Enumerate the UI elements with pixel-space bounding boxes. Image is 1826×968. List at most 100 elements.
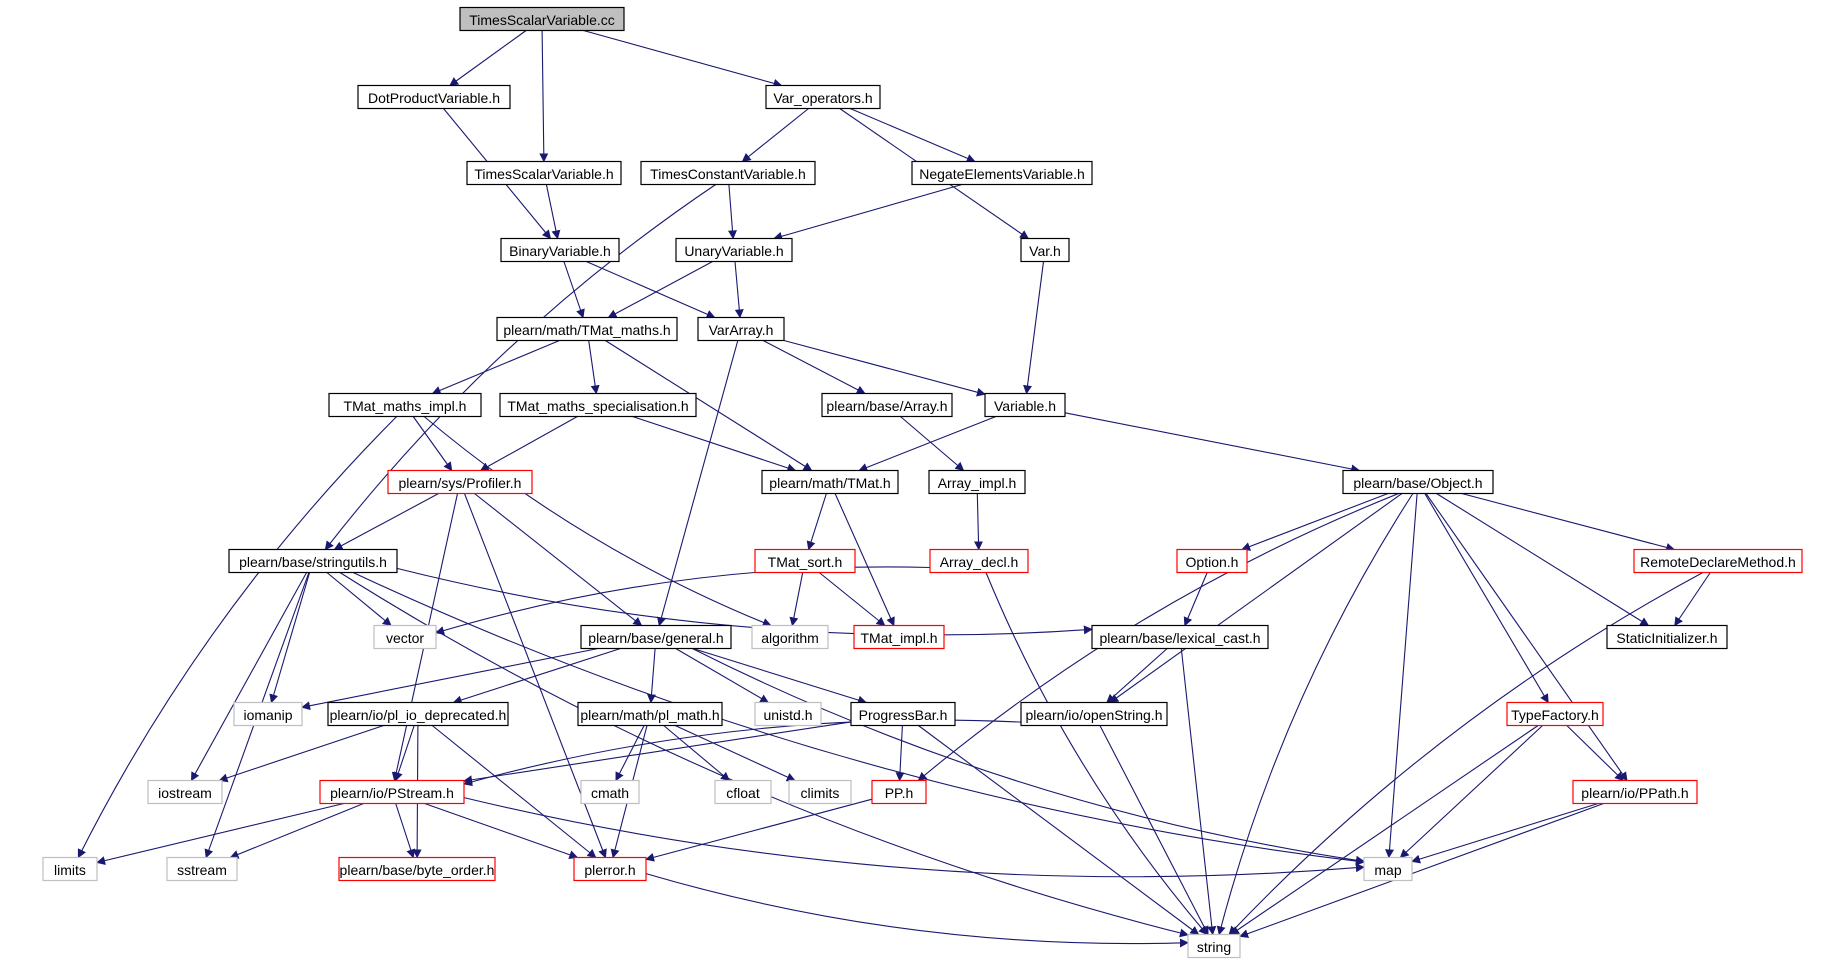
node-tmatsort[interactable]: TMat_sort.h bbox=[754, 548, 856, 574]
edge-unvar-to-tmatmaths bbox=[607, 261, 713, 318]
edge-arrdecl-to-vector bbox=[435, 566, 931, 635]
node-tmmspec[interactable]: TMat_maths_specialisation.h bbox=[499, 392, 697, 418]
node-label: Var.h bbox=[1029, 243, 1061, 259]
node-pph[interactable]: PP.h bbox=[871, 779, 927, 805]
node-staticinit[interactable]: StaticInitializer.h bbox=[1606, 624, 1728, 650]
node-tmatmaths[interactable]: plearn/math/TMat_maths.h bbox=[496, 316, 678, 342]
node-label: TimesConstantVariable.h bbox=[650, 166, 806, 182]
node-varops[interactable]: Var_operators.h bbox=[765, 84, 881, 110]
edge-array-to-arrimpl bbox=[900, 416, 965, 472]
edge-typefactory-to-string bbox=[1230, 725, 1539, 936]
node-label: climits bbox=[801, 785, 840, 801]
node-label: limits bbox=[54, 862, 86, 878]
edge-stringutils-to-map bbox=[352, 572, 1365, 866]
edge-variable-to-object bbox=[1064, 412, 1361, 474]
node-tmat[interactable]: plearn/math/TMat.h bbox=[761, 469, 899, 495]
node-tmmimpl[interactable]: TMat_maths_impl.h bbox=[328, 392, 482, 418]
edge-stringutils-to-lexcast bbox=[396, 567, 1093, 636]
node-label: unistd.h bbox=[763, 707, 812, 723]
node-box bbox=[319, 779, 465, 805]
node-lexcast[interactable]: plearn/base/lexical_cast.h bbox=[1091, 624, 1269, 650]
node-root[interactable]: TimesScalarVariable.cc bbox=[459, 6, 625, 32]
node-progress[interactable]: ProgressBar.h bbox=[850, 701, 956, 727]
node-plio[interactable]: plearn/io/pl_io_deprecated.h bbox=[327, 701, 509, 727]
node-label: plearn/base/general.h bbox=[588, 630, 723, 646]
node-label: plearn/io/pl_io_deprecated.h bbox=[330, 707, 507, 723]
node-byteorder[interactable]: plearn/base/byte_order.h bbox=[338, 856, 496, 882]
edge-object-to-rdm bbox=[1461, 492, 1676, 552]
node-label: plearn/base/stringutils.h bbox=[239, 554, 387, 570]
node-label: algorithm bbox=[761, 630, 819, 646]
node-label: Option.h bbox=[1186, 554, 1239, 570]
node-openstr[interactable]: plearn/io/openString.h bbox=[1020, 701, 1168, 727]
node-box bbox=[675, 237, 793, 263]
node-tsvh[interactable]: TimesScalarVariable.h bbox=[466, 160, 622, 186]
node-rdm[interactable]: RemoteDeclareMethod.h bbox=[1633, 548, 1803, 574]
edge-ppath-to-string bbox=[1239, 802, 1604, 938]
edge-general-to-plio bbox=[452, 647, 621, 705]
node-plmath[interactable]: plearn/math/pl_math.h bbox=[577, 701, 723, 727]
node-box bbox=[42, 856, 98, 882]
node-box bbox=[984, 392, 1066, 418]
node-box bbox=[761, 469, 899, 495]
node-stringutils[interactable]: plearn/base/stringutils.h bbox=[228, 548, 398, 574]
node-tcv[interactable]: TimesConstantVariable.h bbox=[640, 160, 816, 186]
node-vector: vector bbox=[373, 624, 437, 650]
node-label: TimesScalarVariable.h bbox=[474, 166, 613, 182]
node-box bbox=[911, 160, 1093, 186]
edge-root-to-tsvh bbox=[539, 30, 549, 163]
node-box bbox=[147, 779, 223, 805]
node-label: TMat_maths_specialisation.h bbox=[507, 398, 688, 414]
node-box bbox=[327, 701, 509, 727]
node-profiler[interactable]: plearn/sys/Profiler.h bbox=[387, 469, 533, 495]
node-sstream: sstream bbox=[166, 856, 238, 882]
node-label: plearn/math/pl_math.h bbox=[580, 707, 719, 723]
node-tmatimpl[interactable]: TMat_impl.h bbox=[853, 624, 945, 650]
edge-vararray-to-general bbox=[657, 340, 739, 627]
node-dotprod[interactable]: DotProductVariable.h bbox=[357, 84, 511, 110]
edge-plerror-to-string bbox=[645, 873, 1189, 948]
node-label: plearn/base/byte_order.h bbox=[340, 862, 495, 878]
node-cmath: cmath bbox=[580, 779, 640, 805]
node-label: TimesScalarVariable.cc bbox=[469, 12, 615, 28]
node-label: NegateElementsVariable.h bbox=[919, 166, 1085, 182]
node-typefactory[interactable]: TypeFactory.h bbox=[1506, 701, 1604, 727]
node-cfloat: cfloat bbox=[714, 779, 772, 805]
node-box bbox=[1020, 701, 1168, 727]
node-box bbox=[328, 392, 482, 418]
node-arrdecl[interactable]: Array_decl.h bbox=[929, 548, 1029, 574]
node-general[interactable]: plearn/base/general.h bbox=[580, 624, 732, 650]
node-unvar[interactable]: UnaryVariable.h bbox=[675, 237, 793, 263]
node-var[interactable]: Var.h bbox=[1020, 237, 1070, 263]
node-array[interactable]: plearn/base/Array.h bbox=[821, 392, 953, 418]
node-variable[interactable]: Variable.h bbox=[984, 392, 1066, 418]
node-label: plearn/base/Array.h bbox=[826, 398, 947, 414]
node-pstream[interactable]: plearn/io/PStream.h bbox=[319, 779, 465, 805]
node-box bbox=[765, 84, 881, 110]
node-box bbox=[580, 624, 732, 650]
node-nev[interactable]: NegateElementsVariable.h bbox=[911, 160, 1093, 186]
node-label: TMat_sort.h bbox=[768, 554, 843, 570]
edge-variable-to-tmat bbox=[858, 415, 997, 472]
node-vararray[interactable]: VarArray.h bbox=[697, 316, 785, 342]
node-label: cmath bbox=[591, 785, 629, 801]
node-box bbox=[357, 84, 511, 110]
node-box bbox=[1091, 624, 1269, 650]
node-label: plearn/io/PPath.h bbox=[1581, 785, 1688, 801]
node-label: TMat_maths_impl.h bbox=[344, 398, 467, 414]
node-object[interactable]: plearn/base/Object.h bbox=[1342, 469, 1494, 495]
node-box bbox=[821, 392, 953, 418]
node-box bbox=[387, 469, 533, 495]
node-ppath[interactable]: plearn/io/PPath.h bbox=[1572, 779, 1698, 805]
node-plerror[interactable]: plerror.h bbox=[573, 856, 647, 882]
node-box bbox=[466, 160, 622, 186]
node-arrimpl[interactable]: Array_impl.h bbox=[928, 469, 1026, 495]
node-label: plearn/io/PStream.h bbox=[330, 785, 454, 801]
node-option[interactable]: Option.h bbox=[1176, 548, 1248, 574]
edge-vararray-to-array bbox=[762, 340, 866, 394]
node-label: Var_operators.h bbox=[773, 90, 872, 106]
node-binvar[interactable]: BinaryVariable.h bbox=[500, 237, 620, 263]
edge-rdm-to-string bbox=[1228, 572, 1704, 936]
node-label: StaticInitializer.h bbox=[1616, 630, 1717, 646]
